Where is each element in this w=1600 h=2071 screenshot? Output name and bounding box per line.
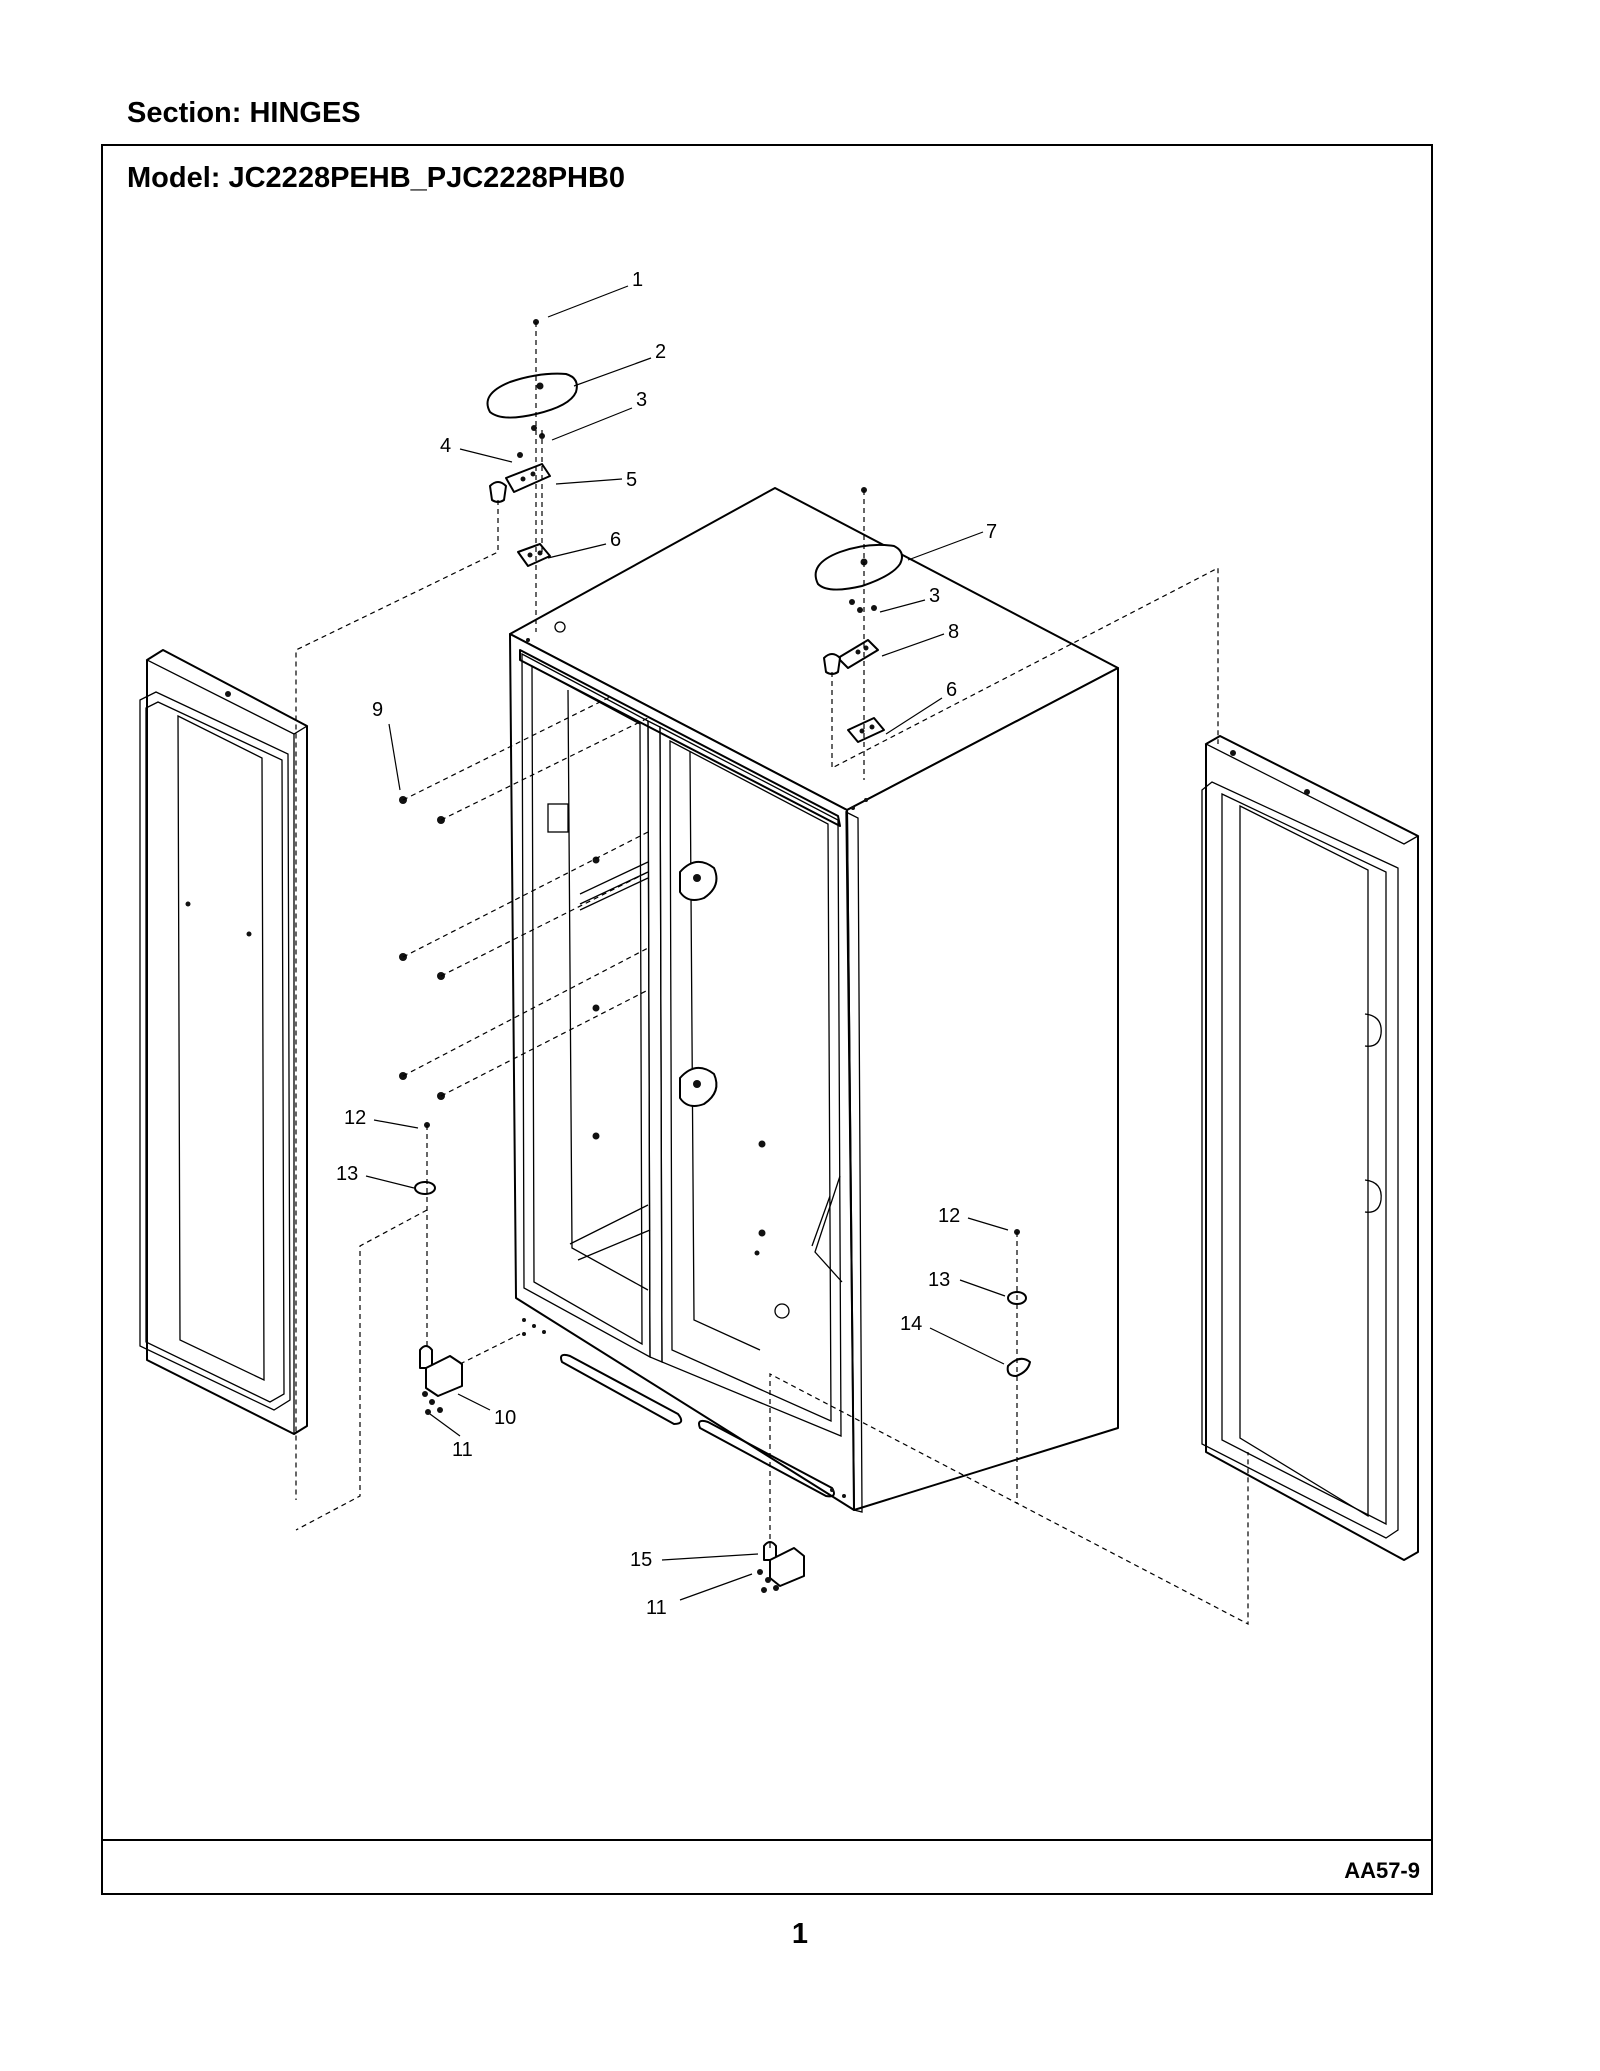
callout-7: 7	[986, 521, 997, 543]
callout-13: 13	[336, 1163, 358, 1185]
callout-9: 9	[372, 699, 383, 721]
bottom-right-hinge-assembly	[757, 1229, 1249, 1625]
top-left-hinge-assembly	[295, 319, 578, 1500]
callout-13: 13	[928, 1269, 950, 1291]
reference-code: AA57-9	[1344, 1858, 1420, 1883]
callout-3: 3	[636, 389, 647, 411]
callout-6: 6	[946, 679, 957, 701]
callout-8: 8	[948, 621, 959, 643]
freezer-door	[139, 649, 309, 1435]
page-number: 1	[791, 1918, 809, 1950]
callout-3: 3	[929, 585, 940, 607]
callout-1: 1	[632, 269, 643, 291]
callout-leaders	[365, 285, 1009, 1601]
section-title: Section: HINGES	[127, 97, 361, 129]
callout-10: 10	[494, 1407, 516, 1429]
model-title: Model: JC2228PEHB_PJC2228PHB0	[127, 162, 626, 194]
fresh-food-door	[1201, 735, 1420, 1561]
callout-6: 6	[610, 529, 621, 551]
callout-5: 5	[626, 469, 637, 491]
callout-2: 2	[655, 341, 666, 363]
bottom-left-hinge-assembly	[295, 1122, 521, 1531]
diagram-frame: Model: JC2228PEHB_PJC2228PHB0 AA57-9	[101, 144, 1433, 1895]
callout-11: 11	[646, 1597, 667, 1619]
callout-14: 14	[900, 1313, 922, 1335]
callout-12: 12	[938, 1205, 960, 1227]
footer-divider	[103, 1839, 1431, 1841]
callout-4: 4	[440, 435, 451, 457]
callout-11: 11	[452, 1439, 473, 1461]
callout-numbers: 1 2 3 4 5 6 7 3 8 6 9 12 13 10 11 12 13 …	[336, 269, 997, 1619]
callout-15: 15	[630, 1549, 652, 1571]
door-mounting-screws	[399, 695, 649, 1100]
callout-12: 12	[344, 1107, 366, 1129]
cabinet	[509, 487, 1119, 1513]
top-right-hinge-assembly	[814, 487, 1219, 780]
